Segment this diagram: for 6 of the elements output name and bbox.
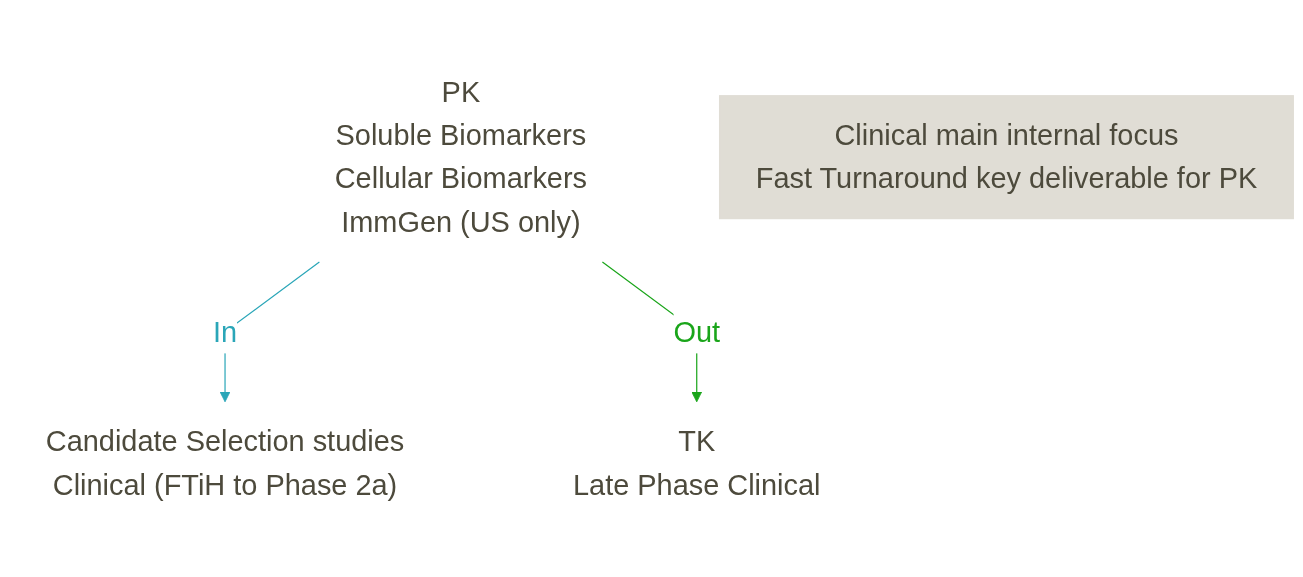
edge-label: In — [212, 315, 238, 348]
node-text: Candidate Selection studies Clinical (FTiH to Phase 2a) — [45, 424, 405, 501]
edge-label: Out — [673, 315, 721, 348]
node-text: TK Late Phase Clinical — [572, 424, 821, 501]
node-text: PK Soluble Biomarkers Cellular Biomarkers ImmGen (US only) — [334, 75, 588, 238]
node-box: Clinical main internal focus Fast Turnaround key deliverable for PK — [718, 95, 1294, 220]
